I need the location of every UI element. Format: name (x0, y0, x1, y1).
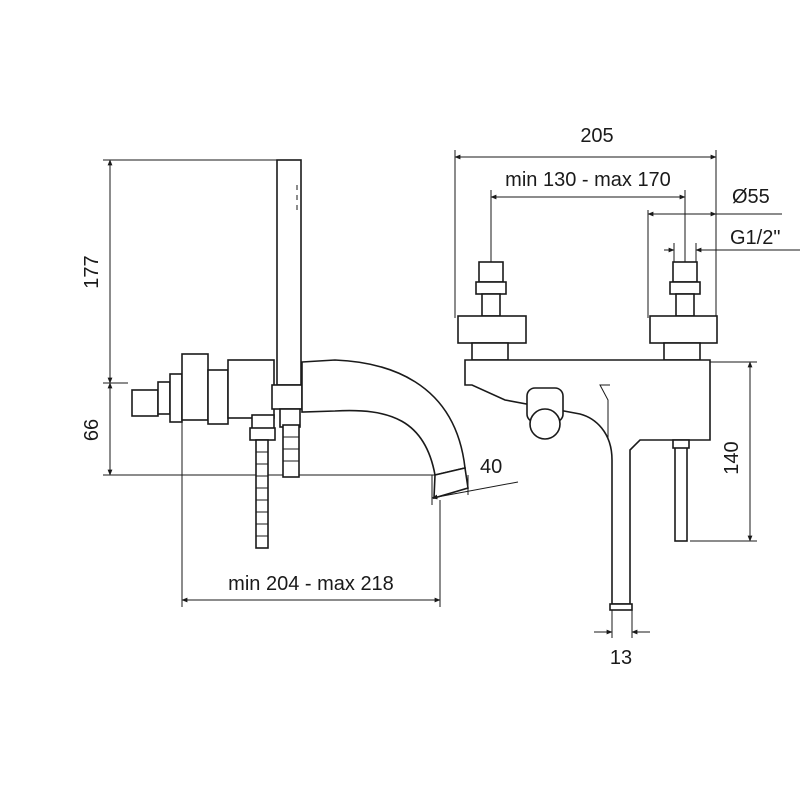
hose-right (282, 424, 300, 478)
dimension-66-label: 66 (81, 419, 103, 441)
diverter-rod (672, 439, 690, 542)
dimension-thread: G1/2" (664, 227, 800, 262)
dimension-13: 13 (594, 610, 650, 669)
dimension-diameter: Ø55 (647, 186, 782, 318)
dimension-140-label: 140 (721, 441, 743, 474)
connector-left (457, 261, 527, 361)
dimension-projection-label: min 204 - max 218 (228, 573, 394, 595)
handshower (276, 159, 302, 386)
front-view: 205 min 130 - max 170 Ø55 G1/2" (454, 125, 800, 669)
dimension-spacing: min 130 - max 170 (490, 169, 686, 262)
side-view: 177 66 (81, 159, 519, 607)
connector-right (649, 261, 718, 361)
dimension-205: 205 (454, 125, 717, 318)
dimension-40-label: 40 (480, 456, 502, 478)
dimension-spacing-label: min 130 - max 170 (505, 169, 671, 191)
dimension-projection: min 204 - max 218 (181, 420, 441, 607)
dimension-66: 66 (81, 382, 440, 476)
dimension-140: 140 (690, 361, 757, 542)
dimension-thread-label: G1/2" (730, 227, 780, 249)
dimension-13-label: 13 (610, 647, 632, 669)
dimension-177: 177 (81, 159, 300, 384)
handle-knob (131, 353, 209, 423)
spout (301, 359, 469, 500)
diverter-knob (526, 387, 564, 440)
dimension-40: 40 (431, 456, 519, 505)
dimension-205-label: 205 (580, 125, 613, 147)
hose-left (249, 427, 276, 549)
dimension-177-label: 177 (81, 255, 103, 288)
mixer-body (207, 359, 303, 432)
dimension-diameter-label: Ø55 (732, 186, 770, 208)
